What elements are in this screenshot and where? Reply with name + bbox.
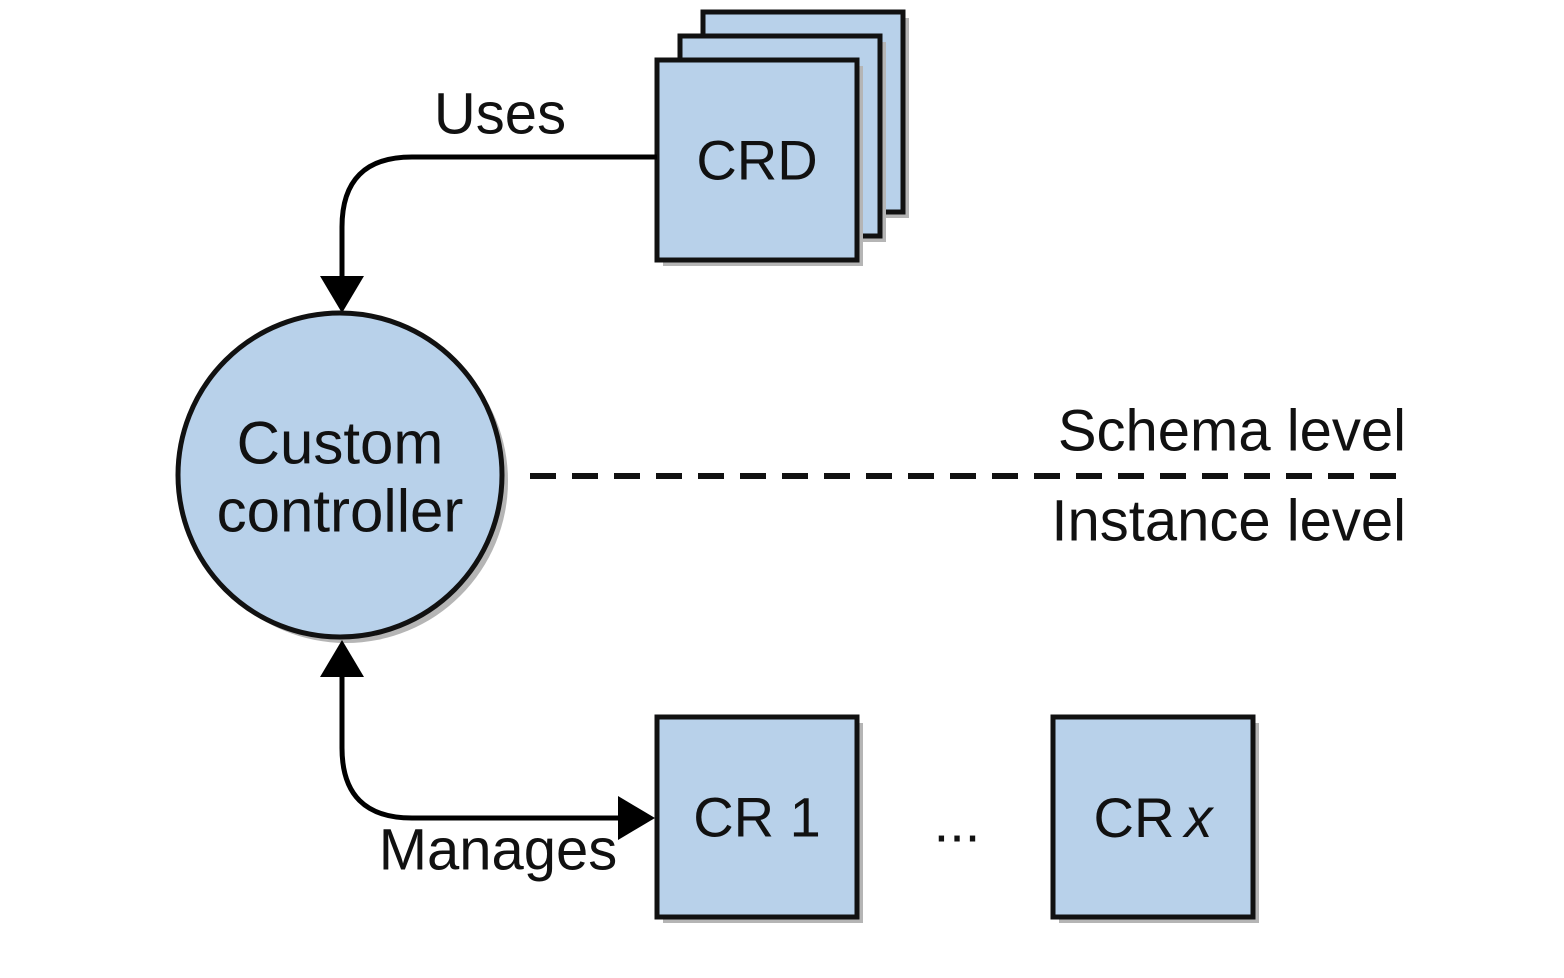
- ellipsis: ...: [934, 791, 981, 854]
- manages-label: Manages: [379, 818, 618, 883]
- manages-arrowhead-up: [320, 640, 364, 677]
- crx-variable: x: [1181, 786, 1214, 849]
- instance-level-label: Instance level: [1051, 489, 1406, 554]
- uses-arrowhead: [320, 276, 364, 313]
- uses-label: Uses: [434, 82, 566, 147]
- cr1-box: [654, 714, 860, 920]
- cr1-label: CR 1: [693, 786, 821, 849]
- crx-box: [1050, 714, 1256, 920]
- controller-label-line1: Custom: [237, 410, 444, 477]
- crx-prefix: CR: [1094, 786, 1175, 849]
- crd-box: [654, 57, 860, 263]
- cr1-node: CR 1: [654, 714, 863, 923]
- schema-level-label: Schema level: [1058, 399, 1406, 464]
- custom-controller: Custom controller: [175, 310, 508, 643]
- crd-label: CRD: [696, 129, 817, 192]
- manages-arrowhead-right: [618, 796, 655, 840]
- uses-arrow: [339, 154, 657, 302]
- manages-arrow: [339, 675, 622, 821]
- controller-label-line2: controller: [217, 478, 464, 545]
- controller-circle: [175, 310, 505, 640]
- crd-stack: CRD: [654, 9, 909, 266]
